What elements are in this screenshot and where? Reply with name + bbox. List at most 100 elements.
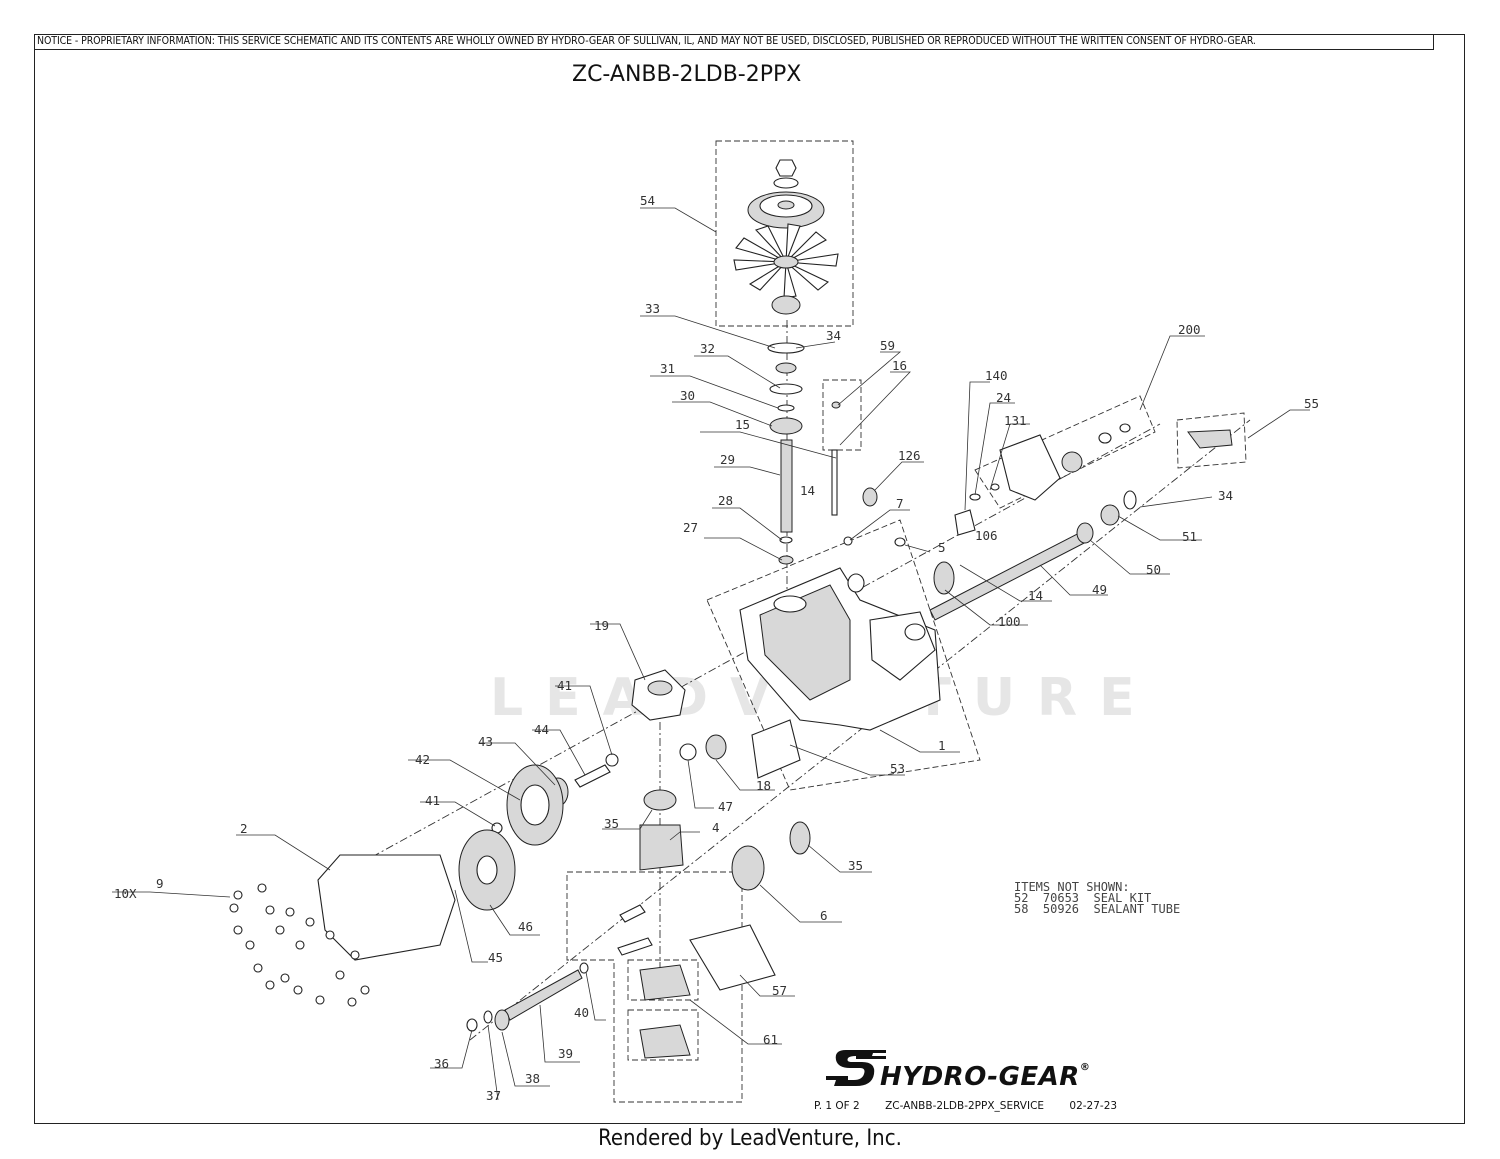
- leader-lines: [112, 207, 1310, 1101]
- main-housing: [739, 567, 941, 731]
- callout-55: 55: [1304, 396, 1319, 411]
- callout-45: 45: [488, 950, 503, 965]
- bushing: [847, 573, 865, 593]
- pin-2: [617, 937, 653, 956]
- callout-35a: 35: [604, 816, 619, 831]
- callout-41a: 41: [557, 678, 572, 693]
- callout-59: 59: [880, 338, 895, 353]
- notes-line-1: 52 70653 SEAL KIT: [1014, 891, 1152, 905]
- gear-100: [933, 561, 955, 595]
- callout-41b: 41: [425, 793, 440, 808]
- callout-10x: 10X: [114, 886, 137, 901]
- washer-36: [466, 1018, 478, 1032]
- callout-57: 57: [772, 983, 787, 998]
- seal-51: [1100, 504, 1120, 526]
- callout-18: 18: [756, 778, 771, 793]
- side-cover-2: [317, 854, 456, 961]
- bearing-35a: [643, 789, 677, 811]
- pin-27: [778, 555, 794, 565]
- callout-5: 5: [938, 540, 946, 555]
- callout-39: 39: [558, 1046, 573, 1061]
- logo-reg: ®: [1079, 1062, 1091, 1073]
- callout-47: 47: [718, 799, 733, 814]
- hydro-gear-logo-icon: [826, 1050, 886, 1086]
- callout-61: 61: [763, 1032, 778, 1047]
- proprietary-notice: NOTICE - PROPRIETARY INFORMATION: THIS S…: [34, 34, 1434, 50]
- cylinder-block-4: [639, 824, 684, 871]
- callout-32: 32: [700, 341, 715, 356]
- plate-box-lower: [627, 1009, 699, 1061]
- items-not-shown-note: ITEMS NOT SHOWN: 52 70653 SEAL KIT 58 50…: [1014, 880, 1181, 916]
- callout-131: 131: [1004, 413, 1027, 428]
- document-name: ZC-ANBB-2LDB-2PPX_SERVICE: [885, 1100, 1045, 1112]
- hydro-gear-logo-text: HYDRO-GEAR®: [880, 1062, 1090, 1092]
- bearing-18: [705, 734, 727, 760]
- axle-centerline-lower: [469, 419, 1251, 1041]
- callout-200: 200: [1178, 322, 1201, 337]
- assembly-200-box: [974, 395, 1156, 509]
- callout-37: 37: [486, 1088, 501, 1103]
- callout-36: 36: [434, 1056, 449, 1071]
- housing-box: [706, 519, 981, 791]
- washer-47: [679, 743, 697, 761]
- page-number: P. 1 OF 2: [814, 1100, 860, 1112]
- callout-35b: 35: [848, 858, 863, 873]
- washer-40: [579, 962, 589, 974]
- notes-header: ITEMS NOT SHOWN:: [1014, 880, 1130, 894]
- plate-box-upper: [627, 959, 699, 1001]
- ring-37: [483, 1010, 493, 1024]
- callout-15: 15: [735, 417, 750, 432]
- pulley-fan-assembly: [733, 159, 839, 315]
- plug-7: [843, 536, 853, 546]
- callout-50: 50: [1146, 562, 1161, 577]
- bracket-55-box: [1176, 412, 1247, 469]
- washer-31: [777, 404, 795, 412]
- callout-31: 31: [660, 361, 675, 376]
- callout-53: 53: [890, 761, 905, 776]
- washer-41a: [605, 753, 619, 767]
- callout-126: 126: [898, 448, 921, 463]
- callout-100: 100: [998, 614, 1021, 629]
- logo-brand: HYDRO-GEAR: [880, 1062, 1080, 1092]
- plate-61a: [639, 964, 691, 1001]
- sheet-footer: P. 1 OF 2 ZC-ANBB-2LDB-2PPX_SERVICE 02-2…: [814, 1100, 1139, 1112]
- thrust-bearing-35b: [789, 821, 811, 855]
- callout-7: 7: [896, 496, 904, 511]
- callout-51: 51: [1182, 529, 1197, 544]
- plate-61b: [639, 1024, 691, 1059]
- callout-16: 16: [892, 358, 907, 373]
- rod-15: [831, 449, 838, 516]
- shaft-39: [504, 969, 583, 1021]
- callout-43: 43: [478, 734, 493, 749]
- pulley-fan-group-box: [715, 140, 854, 327]
- callout-34b: 34: [1218, 488, 1233, 503]
- axle-centerline-upper: [329, 423, 1161, 881]
- callout-34: 34: [826, 328, 841, 343]
- callout-140: 140: [985, 368, 1008, 383]
- bearing-30: [769, 417, 803, 435]
- callout-14: 14: [800, 483, 815, 498]
- pin: [619, 904, 646, 923]
- bearing-50: [1076, 522, 1094, 544]
- callout-46: 46: [518, 919, 533, 934]
- drawing-frame: [34, 34, 1465, 1124]
- shaft-44: [574, 764, 611, 788]
- callout-54: 54: [640, 193, 655, 208]
- seal-33: [775, 362, 797, 374]
- callout-42: 42: [415, 752, 430, 767]
- bolts-9: [229, 883, 370, 1007]
- washer-32: [769, 383, 803, 395]
- bypass-assembly-200: [954, 423, 1131, 536]
- cover-plate-53: [751, 719, 801, 779]
- callout-29: 29: [720, 452, 735, 467]
- revision-date: 02-27-23: [1069, 1100, 1118, 1112]
- model-title: ZC-ANBB-2LDB-2PPX: [572, 62, 802, 87]
- callout-14b: 14: [1028, 588, 1043, 603]
- callout-1: 1: [938, 738, 946, 753]
- ring-28: [779, 536, 793, 544]
- callout-19: 19: [594, 618, 609, 633]
- callout-27: 27: [683, 520, 698, 535]
- notes-line-2: 58 50926 SEALANT TUBE: [1014, 902, 1181, 916]
- rendered-by-caption: Rendered by LeadVenture, Inc.: [598, 1126, 902, 1151]
